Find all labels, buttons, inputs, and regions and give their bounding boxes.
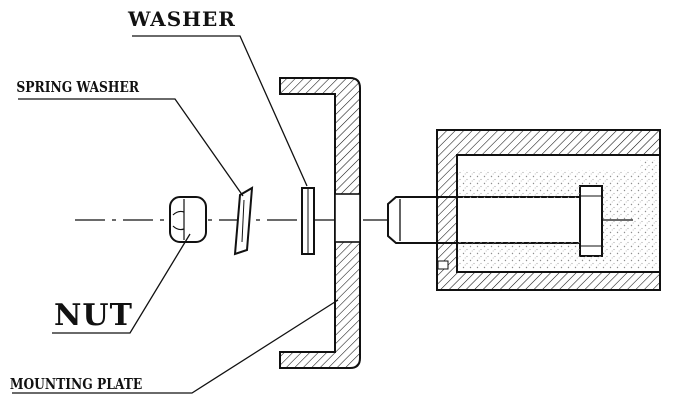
mounting-plate-label: MOUNTING PLATE [10, 376, 142, 393]
nut-label: NUT [54, 298, 133, 333]
nut-leader [52, 233, 191, 334]
spring-washer-label: SPRING WASHER [16, 79, 139, 96]
mounting-plate-leader [12, 299, 339, 394]
washer-label: WASHER [127, 7, 236, 31]
wall-part [436, 129, 661, 291]
leader-lines [12, 35, 339, 394]
mounting-plate-part [279, 77, 361, 369]
nut-part [169, 196, 207, 243]
washer-leader [132, 35, 308, 187]
washer-part [301, 187, 315, 255]
spring-washer-leader [18, 98, 244, 197]
spring-washer-part [233, 186, 254, 256]
